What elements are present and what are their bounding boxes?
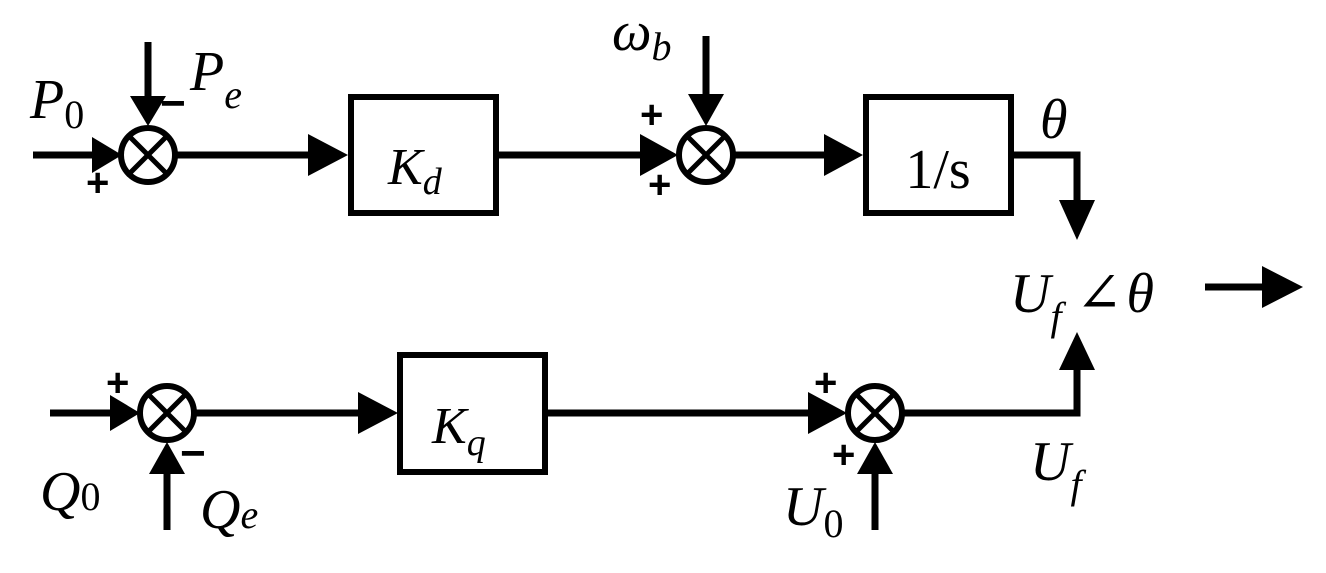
arrow-head bbox=[640, 134, 678, 176]
kq-main: K bbox=[431, 398, 469, 455]
output-label: Uf∠θ bbox=[1010, 263, 1154, 339]
sign-p0: + bbox=[86, 161, 109, 205]
summing-junction-omega bbox=[676, 125, 736, 185]
arrow-head bbox=[1262, 266, 1303, 308]
q0-label: Q0 bbox=[40, 461, 100, 523]
qe-label: Qe bbox=[200, 479, 258, 541]
uf-wire bbox=[902, 360, 1081, 417]
theta-wire bbox=[1014, 151, 1081, 210]
sign-u0: + bbox=[832, 433, 855, 477]
uf-label: Uf bbox=[1030, 431, 1086, 507]
arrow-head bbox=[1059, 332, 1095, 370]
integrator-block: 1/s bbox=[863, 94, 1014, 216]
kd-main: K bbox=[387, 139, 425, 196]
arrow-head bbox=[149, 442, 185, 474]
summing-junction-p bbox=[118, 125, 178, 185]
sign-q0: + bbox=[106, 361, 129, 405]
summing-junction-u bbox=[845, 383, 905, 443]
p0-label: P0 bbox=[29, 69, 84, 137]
sign-sum4-left: + bbox=[814, 361, 837, 405]
kd-block: Kd bbox=[348, 94, 499, 216]
kq-block: Kq bbox=[397, 352, 548, 475]
omega-b-label: ωb bbox=[612, 1, 672, 69]
kd-sub: d bbox=[423, 161, 443, 203]
arrow-head bbox=[1059, 200, 1095, 240]
sign-qe: − bbox=[180, 429, 206, 478]
arrow-head bbox=[808, 392, 847, 434]
arrow-head bbox=[824, 134, 863, 176]
integrator-label: 1/s bbox=[905, 139, 970, 201]
arrow-head bbox=[92, 137, 122, 173]
kq-sub: q bbox=[467, 422, 486, 464]
svg-text:Kq: Kq bbox=[431, 398, 486, 464]
u0-label: U0 bbox=[783, 476, 843, 546]
theta-label: θ bbox=[1040, 89, 1068, 151]
arrow-head bbox=[358, 392, 398, 434]
pe-label: Pe bbox=[189, 41, 242, 117]
arrow-head bbox=[308, 134, 348, 176]
sign-sum2-top: + bbox=[640, 93, 663, 137]
arrow-head bbox=[857, 442, 893, 474]
arrow-head bbox=[110, 395, 140, 431]
sign-sum2-left: + bbox=[648, 163, 671, 207]
sign-pe: − bbox=[160, 79, 186, 128]
svg-text:Kd: Kd bbox=[387, 139, 443, 203]
arrow-head bbox=[688, 94, 724, 126]
arrow-head bbox=[130, 96, 166, 126]
